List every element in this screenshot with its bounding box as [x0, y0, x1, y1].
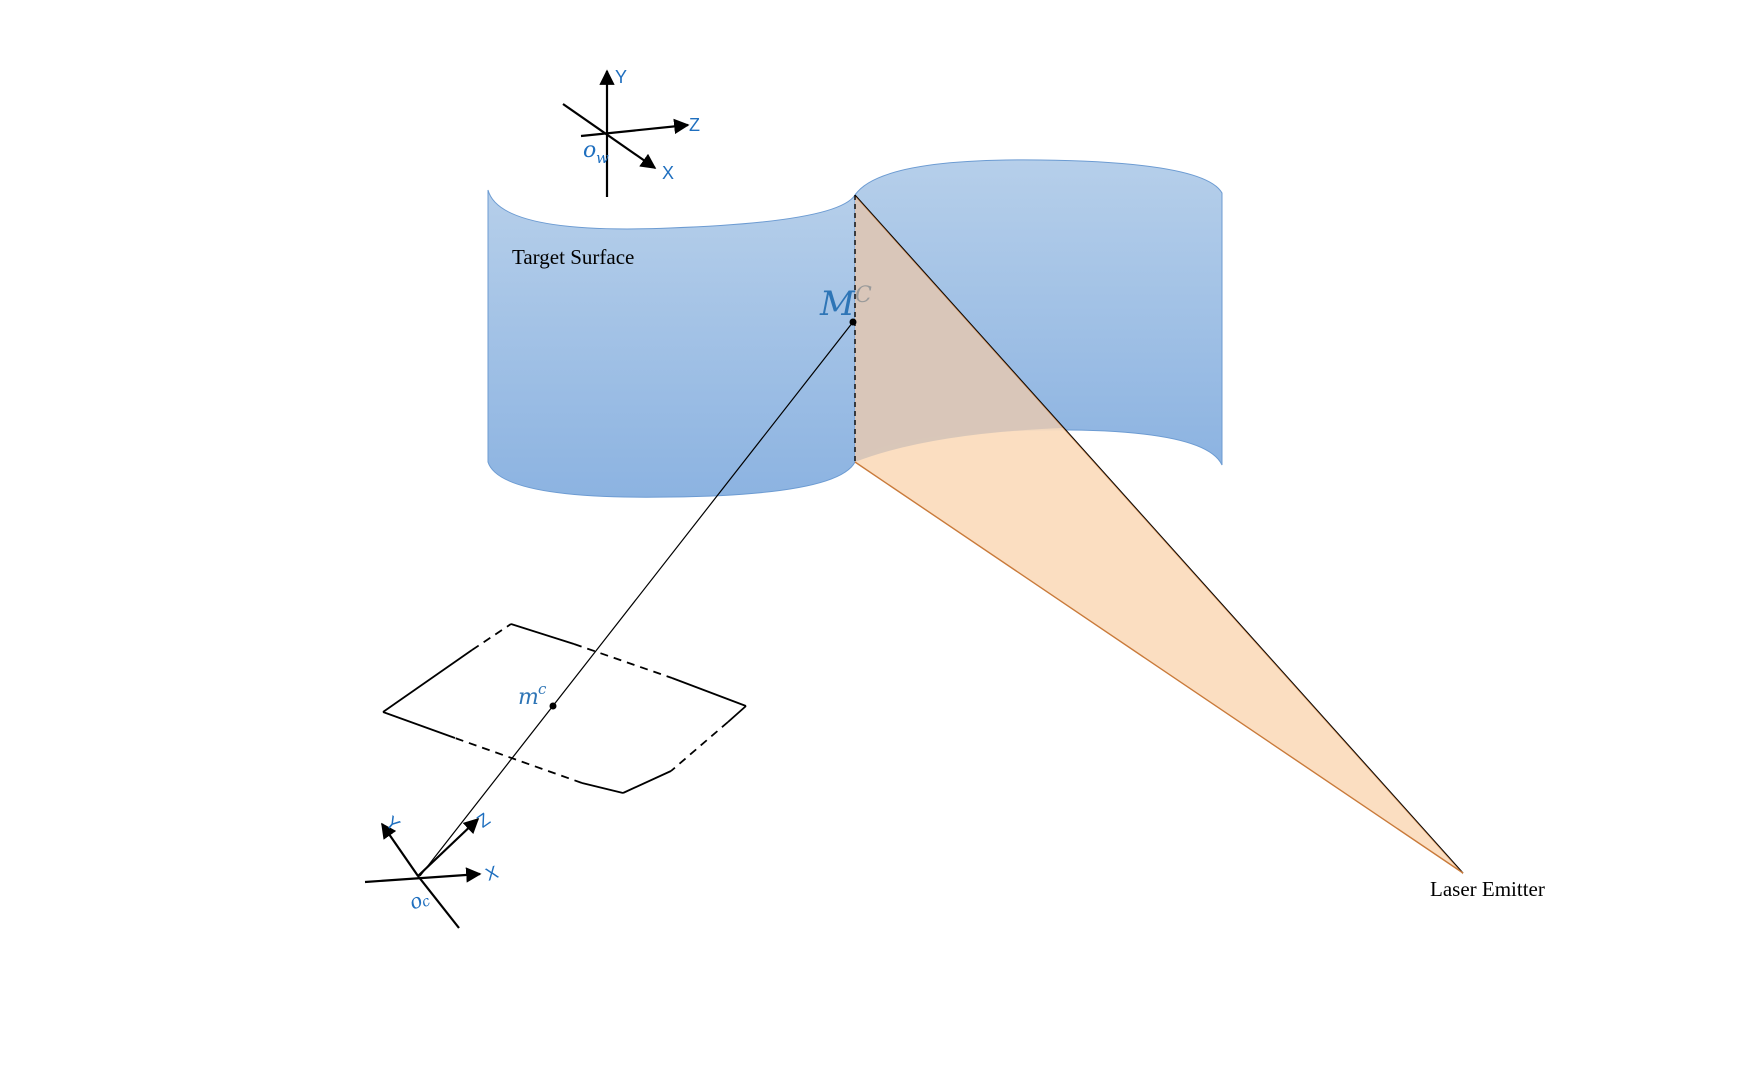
point-M-label: M [819, 284, 856, 324]
laser-emitter-label: Laser Emitter [1430, 877, 1545, 901]
world-x-label: X [662, 163, 674, 183]
point-m-superscript: c [538, 680, 547, 698]
world-z-axis [580, 118, 690, 138]
camera-optical-diagonal [417, 875, 460, 929]
point-M-superscript: C [855, 283, 872, 308]
world-y-label: Y [615, 67, 627, 87]
point-m-label: m [518, 685, 539, 710]
world-frame-axes [562, 69, 690, 197]
camera-frame-axes [364, 817, 482, 929]
camera-y-label: Y [382, 812, 404, 835]
point-m-marker [549, 702, 557, 710]
image-plane [382, 623, 747, 794]
world-z-label: Z [689, 115, 700, 135]
world-origin-label: o [583, 138, 596, 163]
target-surface-left-panel [487, 189, 856, 498]
camera-z-label: Z [473, 809, 493, 832]
camera-x-label: X [483, 862, 501, 885]
world-x-axis [562, 103, 657, 169]
point-M-marker [849, 318, 857, 326]
target-surface-label: Target Surface [512, 245, 634, 269]
projection-ray [419, 321, 854, 877]
world-origin-subscript: w [596, 149, 609, 167]
camera-z-axis [417, 817, 480, 877]
camera-y-axis [381, 822, 419, 877]
laser-plane-overlap [855, 195, 1064, 462]
laser-upper-edge [854, 194, 1464, 874]
laser-upper-edge-tint [854, 195, 1464, 875]
laser-lower-edge [854, 461, 1464, 874]
camera-x-axis [364, 867, 482, 884]
